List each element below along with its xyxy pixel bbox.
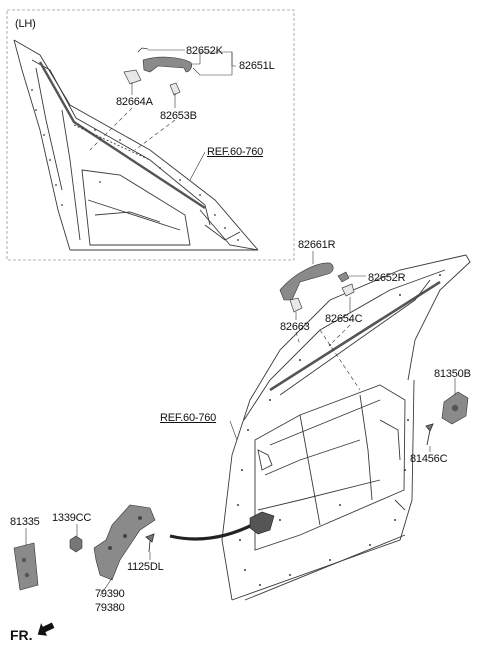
lh-door-frame [13, 39, 259, 251]
label-81456c: 81456C [410, 453, 448, 465]
label-ref-lower: REF.60-760 [160, 412, 217, 424]
lh-leader-lines [89, 49, 236, 181]
label-79390: 79390 [95, 588, 125, 600]
nut-1339cc-shape [69, 535, 83, 553]
label-79380: 79380 [95, 602, 125, 614]
label-81335: 81335 [10, 516, 40, 528]
door-checker-cable [169, 520, 259, 541]
label-82654c: 82654C [325, 313, 363, 325]
cover-82652r-shape [337, 271, 350, 283]
inset-lh-tag: (LH) [15, 18, 36, 30]
lh-frame-holes [31, 89, 239, 241]
striker-81350b-hole [451, 404, 459, 412]
label-82663: 82663 [280, 321, 310, 333]
gasket-82664a-shape [123, 69, 142, 85]
label-ref-upper: REF.60-760 [207, 146, 264, 158]
label-82653b: 82653B [160, 110, 197, 122]
label-1125dl: 1125DL [127, 561, 164, 573]
bolt-81456c-shape [425, 423, 434, 446]
rh-door-holes [237, 274, 441, 586]
lh-inset-frame [6, 9, 295, 261]
label-82651l: 82651L [239, 60, 275, 72]
gasket-82653b-shape [169, 82, 181, 96]
gasket-82663-shape [289, 297, 303, 313]
handle-82651l-shape [142, 56, 192, 73]
label-82661r: 82661R [298, 239, 336, 251]
hinge-79390-shape [93, 504, 156, 581]
label-82652r: 82652R [368, 272, 406, 284]
cover-82652k-shape [137, 47, 149, 53]
gasket-82654c-shape [341, 283, 355, 297]
label-82664a: 82664A [116, 96, 153, 108]
rh-leader-lines [25, 251, 456, 597]
checker-bracket [249, 511, 275, 535]
label-81350b: 81350B [434, 368, 471, 380]
label-1339cc: 1339CC [52, 512, 92, 524]
front-arrow-icon [37, 622, 55, 636]
label-82652k: 82652K [186, 45, 223, 57]
bumper-81335-shape [13, 542, 39, 591]
handle-82661r-shape [279, 262, 334, 301]
bolt-1125dl-shape [145, 533, 155, 553]
rh-door [221, 254, 471, 601]
label-fr: FR. [10, 627, 33, 643]
